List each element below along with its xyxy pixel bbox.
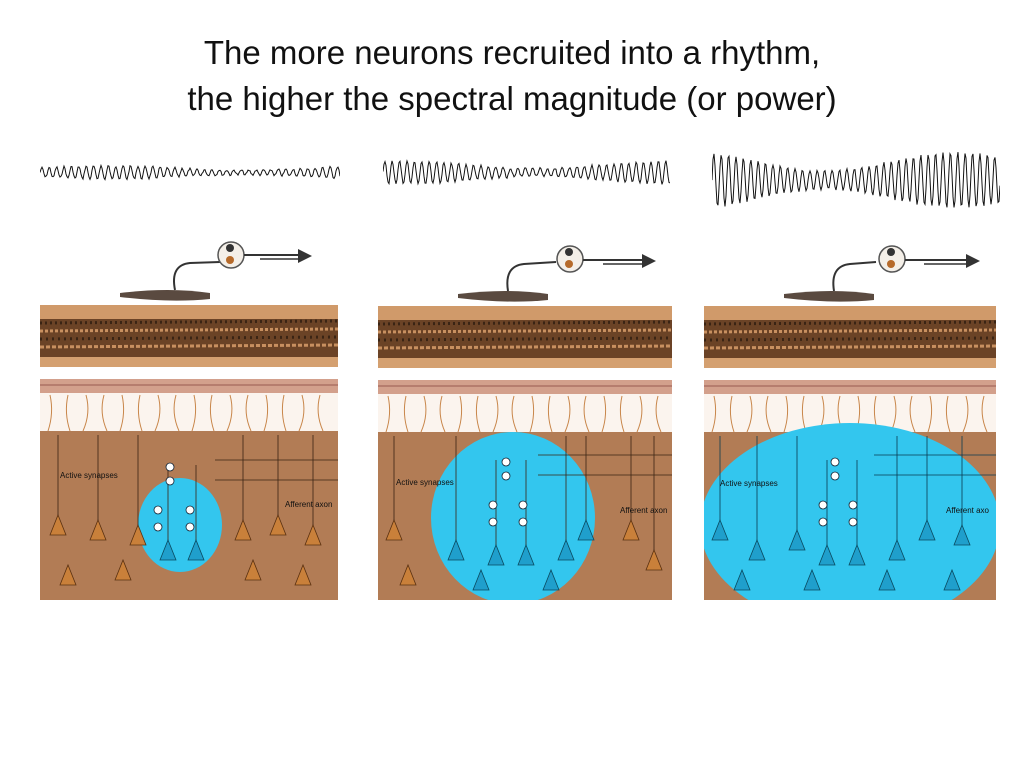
title-line-2: the higher the spectral magnitude (or po… xyxy=(187,80,837,117)
slide-title: The more neurons recruited into a rhythm… xyxy=(0,30,1024,122)
active-synapses-label: Active synapses xyxy=(60,471,118,480)
eeg-waveform xyxy=(712,151,1000,208)
afferent-axon-label: Afferent axo xyxy=(946,506,990,515)
electrode xyxy=(784,245,980,302)
active-neuron-region xyxy=(431,432,595,600)
electrode xyxy=(458,245,656,302)
active-synapses-label: Active synapses xyxy=(720,479,778,488)
eeg-trace-large xyxy=(712,151,1000,208)
eeg-waveform xyxy=(40,163,340,181)
cortex-panel-small: Active synapses Afferent axon xyxy=(40,241,338,600)
cortex-panel-medium: Active synapses Afferent axon xyxy=(378,245,672,600)
active-neuron-region xyxy=(138,478,222,572)
eeg-trace-small xyxy=(40,163,340,181)
active-neuron-region xyxy=(704,423,996,600)
active-synapses-label: Active synapses xyxy=(396,478,454,487)
title-line-1: The more neurons recruited into a rhythm… xyxy=(203,34,821,71)
afferent-axon-label: Afferent axon xyxy=(285,500,332,509)
electrode xyxy=(120,241,312,301)
eeg-trace-medium xyxy=(383,159,670,186)
eeg-waveform xyxy=(383,159,670,186)
afferent-axon-label: Afferent axon xyxy=(620,506,667,515)
cortex-panel-large: Active synapses Afferent axo xyxy=(704,245,996,600)
